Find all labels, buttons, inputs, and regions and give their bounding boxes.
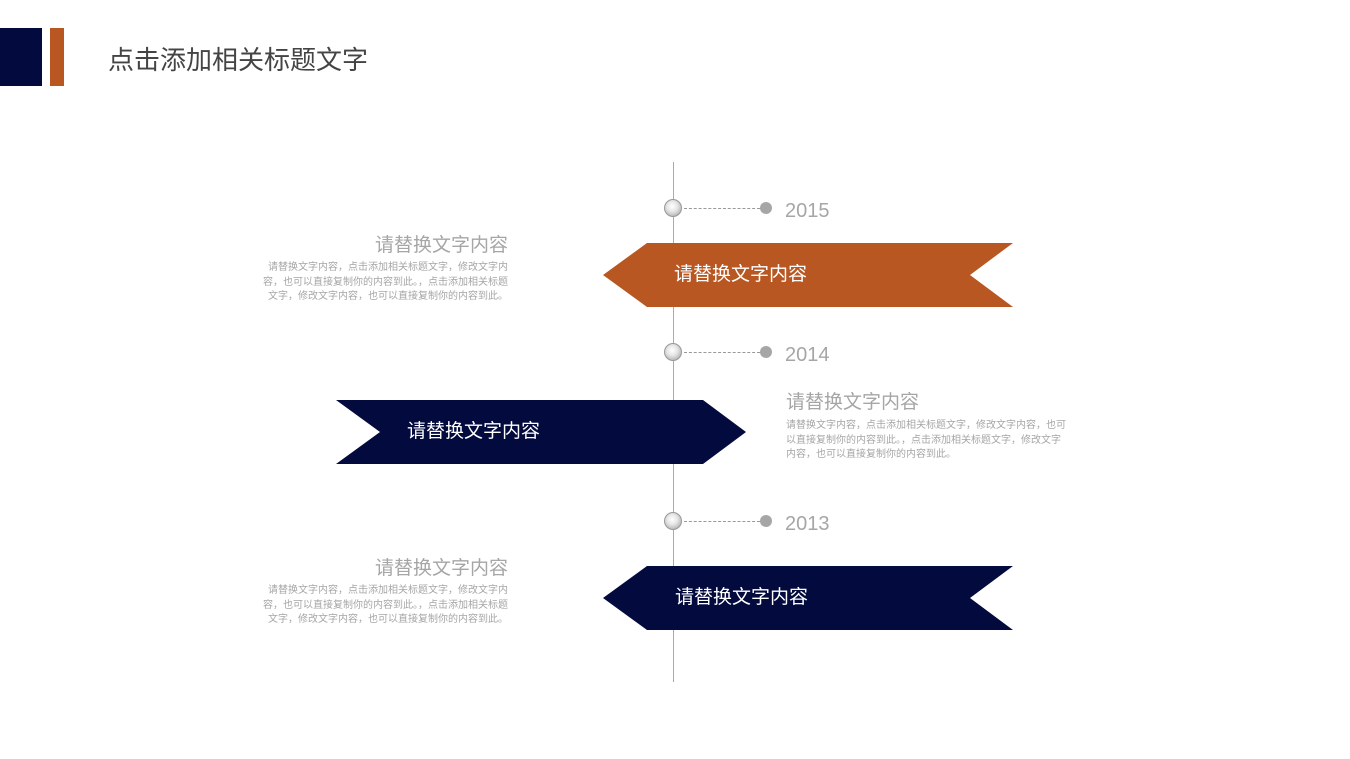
banner-text[interactable]: 请替换文字内容 (675, 587, 809, 608)
banner-2014 (336, 400, 746, 464)
item-body[interactable]: 请替换文字内容，点击添加相关标题文字，修改文字内容，也可以直接复制你的内容到此。… (263, 585, 508, 625)
timeline-node (664, 343, 682, 361)
timeline-node (664, 199, 682, 217)
year-dot (760, 202, 772, 214)
connector-line (684, 521, 760, 522)
page-title[interactable]: 点击添加相关标题文字 (108, 45, 369, 75)
connector-line (684, 208, 760, 209)
item-body[interactable]: 请替换文字内容，点击添加相关标题文字，修改文字内容，也可以直接复制你的内容到此。… (263, 262, 508, 302)
item-heading[interactable]: 请替换文字内容 (374, 235, 508, 256)
banner-2013 (603, 566, 1013, 630)
year-label: 2015 (785, 200, 830, 222)
year-dot (760, 346, 772, 358)
connector-line (684, 352, 760, 353)
year-label: 2014 (785, 344, 830, 366)
timeline-node (664, 512, 682, 530)
banner-text[interactable]: 请替换文字内容 (674, 264, 808, 285)
banner-text[interactable]: 请替换文字内容 (407, 421, 541, 442)
title-accent-orange (50, 28, 64, 86)
item-heading[interactable]: 请替换文字内容 (786, 392, 920, 413)
item-heading[interactable]: 请替换文字内容 (374, 558, 508, 579)
year-dot (760, 515, 772, 527)
title-accent-navy (0, 28, 42, 86)
year-label: 2013 (785, 513, 830, 535)
item-body[interactable]: 请替换文字内容，点击添加相关标题文字，修改文字内容，也可以直接复制你的内容到此。… (786, 420, 1066, 460)
banner-2015 (603, 243, 1013, 307)
